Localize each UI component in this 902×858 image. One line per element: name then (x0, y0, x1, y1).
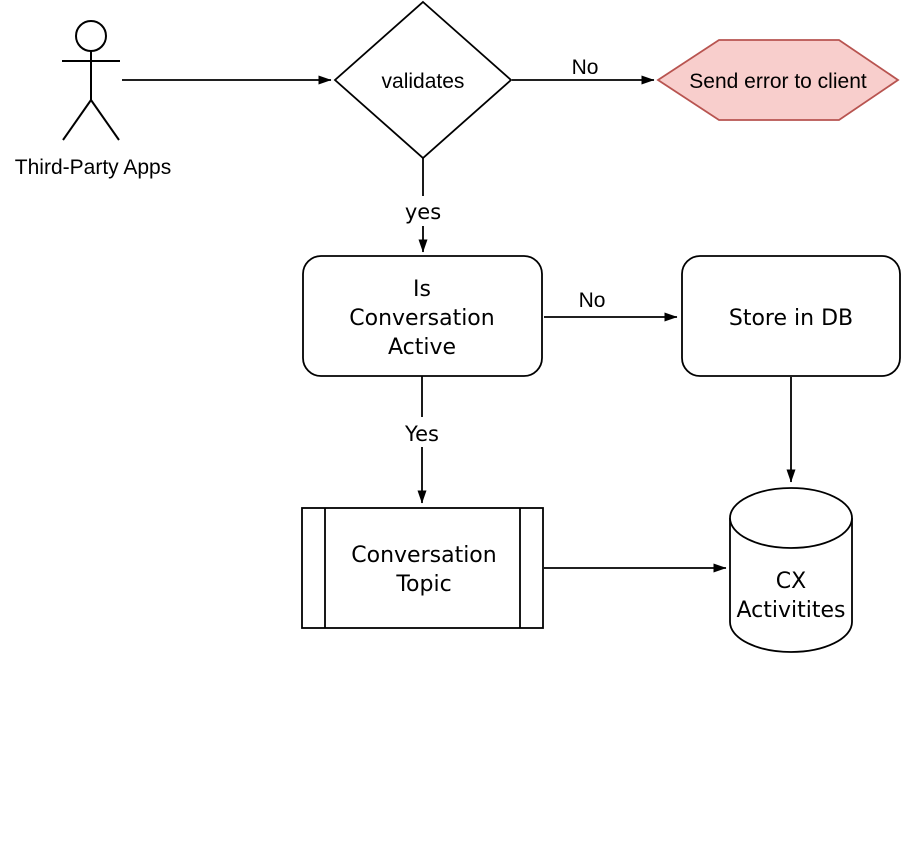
rounded-rect-shape (681, 255, 901, 377)
node-conversation-topic: Conversation Topic (301, 507, 544, 629)
edge-labels-layer: No yes No Yes (399, 56, 605, 447)
node-validates-label: validates (382, 70, 465, 93)
actor-label: Third-Party Apps (15, 156, 171, 179)
hexagon-shape (656, 39, 900, 121)
cylinder-top-rim (729, 517, 853, 549)
actor-leg-right (90, 99, 120, 141)
node-cx-line2: Activitites (737, 598, 846, 623)
node-active-line1: Is (413, 277, 431, 302)
actor-leg-left (62, 99, 92, 141)
node-active-line2: Conversation (349, 306, 494, 331)
node-topic-line1: Conversation (351, 543, 496, 568)
edge-label-yes2: Yes (404, 422, 439, 446)
process-rect-shape (301, 507, 544, 629)
node-store-label: Store in DB (729, 306, 853, 331)
edge-label-yes2-bg (399, 417, 445, 447)
edge-label-yes: yes (405, 200, 441, 224)
node-send-error-label: Send error to client (689, 70, 867, 93)
node-store-in-db: Store in DB (681, 255, 901, 377)
actor-head (75, 20, 107, 52)
edge-label-no-top: No (572, 56, 599, 79)
node-cx-line1: CX (776, 569, 806, 594)
rounded-rect-shape (302, 255, 543, 377)
node-active-line3: Active (388, 335, 456, 360)
node-cx-activities: CX Activitites (729, 487, 853, 653)
node-send-error: Send error to client (656, 39, 900, 121)
edge-label-no-mid: No (579, 289, 606, 312)
decision-diamond-shape (333, 0, 513, 160)
edge-label-yes-bg (400, 196, 446, 226)
node-is-conversation-active: Is Conversation Active (302, 255, 543, 377)
node-topic-line2: Topic (395, 572, 451, 597)
node-validates: validates (333, 0, 513, 160)
actor-third-party-apps: Third-Party Apps (15, 20, 171, 179)
